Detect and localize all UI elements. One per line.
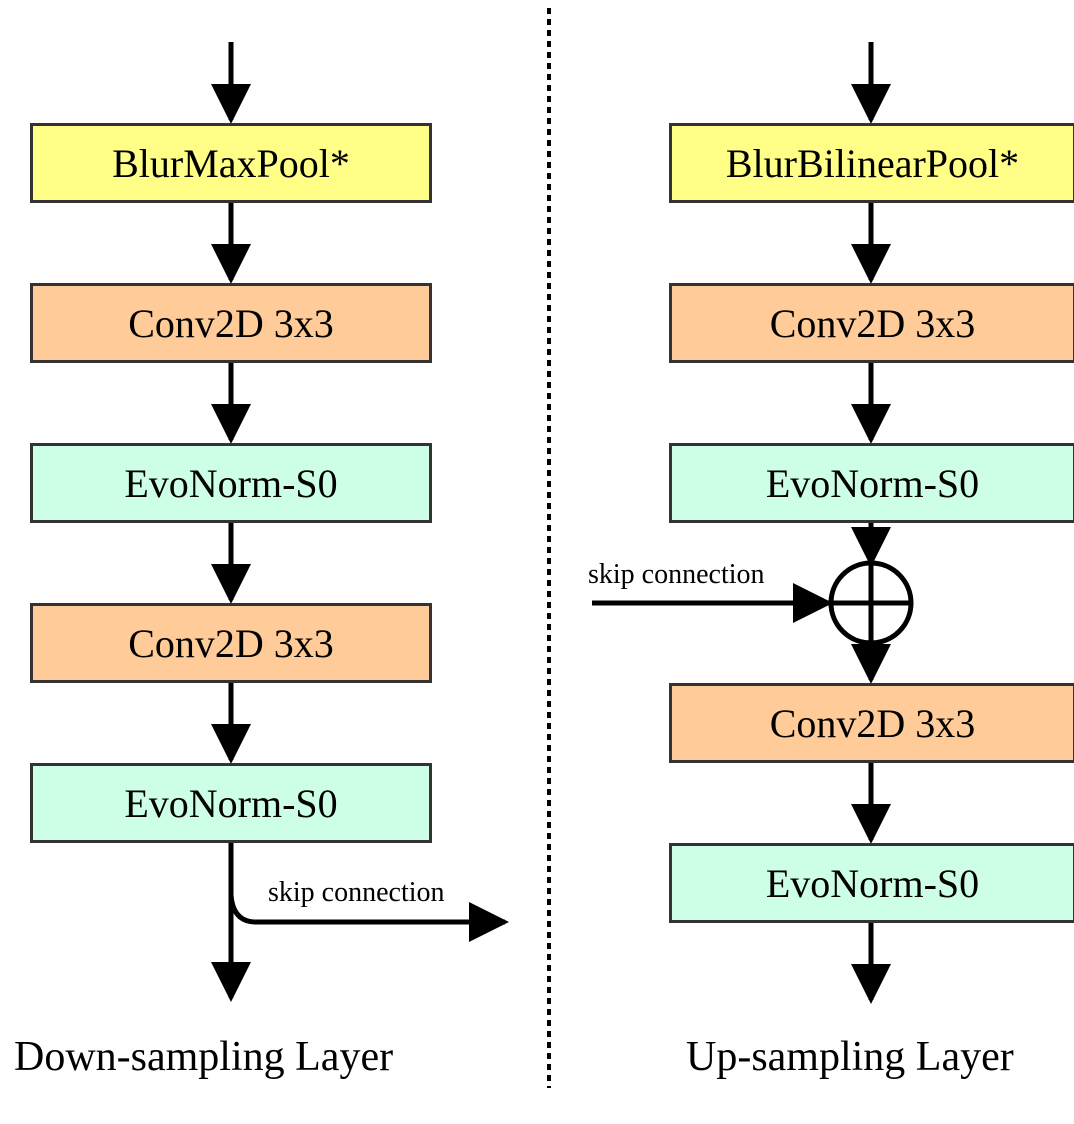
blur-max-pool-block: BlurMaxPool* (30, 123, 432, 203)
conv2d-block-2: Conv2D 3x3 (30, 603, 432, 683)
evonorm-block-1: EvoNorm-S0 (30, 443, 432, 523)
conv2d-block-2: Conv2D 3x3 (669, 683, 1074, 763)
sum-node-icon (828, 560, 914, 646)
up-sampling-caption: Up-sampling Layer (686, 1034, 1014, 1080)
conv2d-block-1: Conv2D 3x3 (30, 283, 432, 363)
blur-bilinear-pool-block: BlurBilinearPool* (669, 123, 1074, 203)
conv2d-block-1: Conv2D 3x3 (669, 283, 1074, 363)
skip-connection-label-out: skip connection (268, 877, 445, 908)
evonorm-block-2: EvoNorm-S0 (669, 843, 1074, 923)
evonorm-block-1: EvoNorm-S0 (669, 443, 1074, 523)
evonorm-block-2: EvoNorm-S0 (30, 763, 432, 843)
down-sampling-caption: Down-sampling Layer (14, 1034, 394, 1080)
arrow-skip-out (228, 894, 510, 942)
skip-connection-label-in: skip connection (588, 559, 765, 590)
